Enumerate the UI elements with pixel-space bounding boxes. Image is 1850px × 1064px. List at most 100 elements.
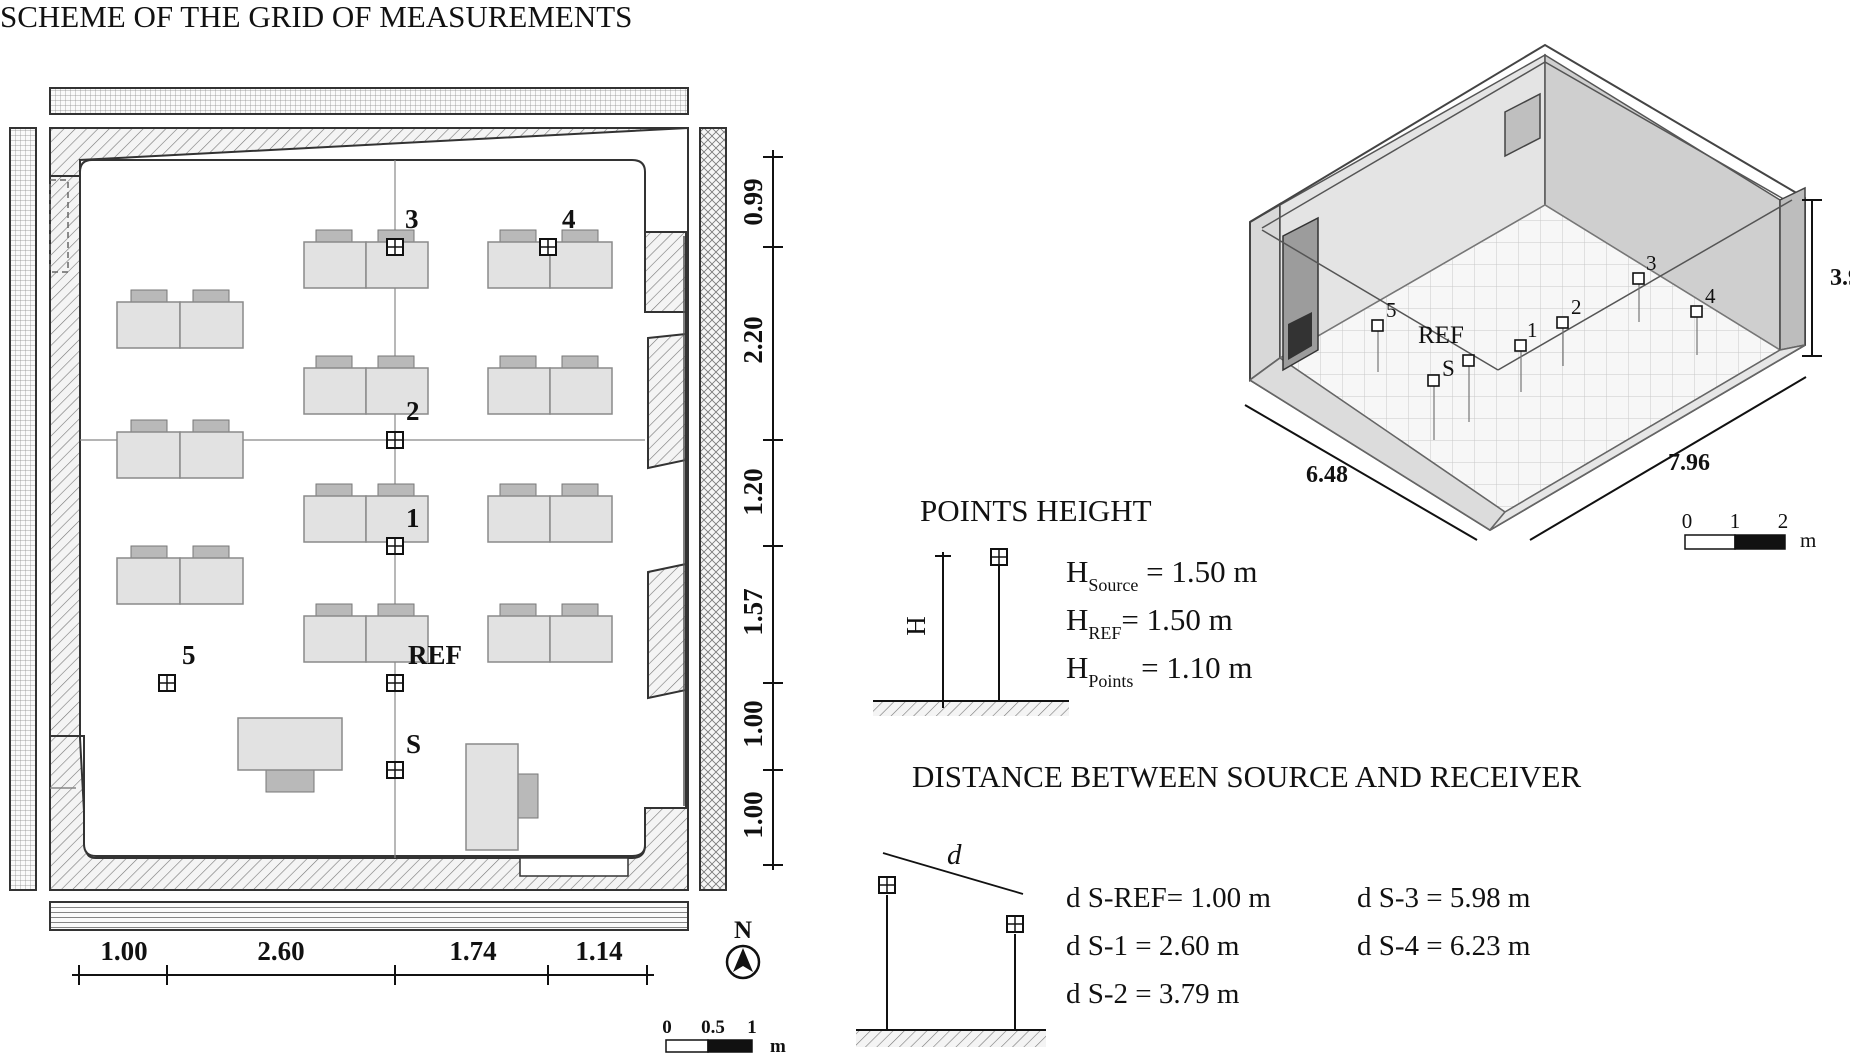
point-label: 5 [182,640,196,670]
scale-tick: 1 [747,1017,757,1038]
compass-label: N [734,917,752,944]
iso-point-label: 1 [1527,318,1538,342]
dimension-label: 1.14 [575,936,622,966]
measurement-point [386,537,404,555]
west-facade-band [9,127,37,891]
figure-title: SCHEME OF THE GRID OF MEASUREMENTS [0,0,632,34]
north-facade-band [49,87,689,115]
distance-item: d S-3 = 5.98 m [1357,882,1531,914]
dimension-label: 1.00 [738,700,768,747]
desk-group [303,603,429,663]
measurement-point [990,548,1008,566]
height-row: HSource = 1.50 m [1066,554,1257,595]
iso-points: 5 REF 1 2 3 4 S [1371,251,1716,440]
iso-height-label: 3.94 [1830,265,1850,291]
point-label: 1 [406,503,420,533]
east-facade-band [699,127,727,891]
iso-point-label: S [1442,356,1455,381]
distance-d-label: d [947,839,962,871]
distance-line [882,852,1024,895]
north-compass-icon: N [725,917,761,980]
distance-item: d S-4 = 6.23 m [1357,930,1531,962]
measurement-point [386,674,404,692]
measurement-point [158,674,176,692]
point-label: 2 [406,396,420,426]
points-height-section: POINTS HEIGHT H HSource = 1.50 m HREF= 1… [873,493,1257,716]
window-pier-2 [647,332,687,470]
plan-points: 3 4 2 1 5 REF S [158,204,576,779]
ground-hatch [873,702,1069,716]
iso-top-edge [1261,61,1795,229]
point-label: 4 [562,204,576,234]
scale-unit: m [770,1036,786,1057]
iso-dimensions: 3.94 6.48 7.96 [1244,199,1850,541]
iso-point-label: 3 [1646,251,1657,275]
iso-window [1504,92,1541,158]
scale-tick: 1 [1730,509,1741,533]
dimension-label: 1.00 [100,936,147,966]
distance-section: DISTANCE BETWEEN SOURCE AND RECEIVER d d… [856,759,1581,1047]
point-label: S [406,729,421,759]
desk-group [487,355,613,415]
desk-group [487,483,613,543]
measurement-point [539,238,557,256]
measurement-point [386,761,404,779]
iso-width-left-label: 6.48 [1306,462,1348,488]
dimension-label: 1.74 [449,936,496,966]
scale-tick: 0.5 [701,1017,725,1038]
right-dimension-line: 0.99 2.20 1.20 1.57 1.00 1.00 [738,150,783,870]
desk-group [116,289,244,349]
side-chair [515,773,539,819]
ground-hatch [856,1031,1046,1047]
bottom-dimension-line: 1.00 2.60 1.74 1.14 [72,936,654,985]
plan-scale-bar: 0 0.5 1 m [662,1017,786,1057]
iso-scale-bar: 0 1 2 m [1682,509,1817,552]
points-height-title: POINTS HEIGHT [920,493,1152,528]
desk-group [116,419,244,479]
desk-group [487,603,613,663]
window-pier-1 [644,231,687,314]
iso-right-wall-slab [1779,186,1806,351]
door-frame [49,179,69,273]
distance-item: d S-2 = 3.79 m [1066,978,1240,1010]
height-axis-label: H [901,616,931,636]
window-pier-3 [647,562,687,700]
desks [116,229,613,851]
south-door [519,857,629,877]
scale-tick: 0 [1682,509,1693,533]
point-label: 3 [405,204,419,234]
dimension-label: 2.60 [257,936,304,966]
iso-point-label: 5 [1386,298,1397,322]
west-wall-segment [49,175,81,737]
dimension-label: 1.00 [738,791,768,838]
measurement-point [386,238,404,256]
teacher-desk [237,717,343,771]
south-facade-band [49,901,689,931]
iso-door-dark [1288,312,1312,360]
dimension-label: 0.99 [738,178,768,225]
measurement-point [386,431,404,449]
desk-group [303,355,429,415]
side-desk [465,743,519,851]
iso-point-label: 4 [1705,284,1716,308]
iso-trace-line [1261,229,1499,371]
height-row: HPoints = 1.10 m [1066,650,1253,691]
measurement-point [878,876,896,894]
desk-group [116,545,244,605]
dimension-label: 2.20 [738,316,768,363]
isometric-view: 5 REF 1 2 3 4 S 3.94 6.48 7.96 0 1 2 m [1244,43,1850,552]
measurement-point [1006,915,1024,933]
scale-tick: 0 [662,1017,672,1038]
dimension-label: 1.20 [738,468,768,515]
iso-trace-line [1497,199,1793,371]
height-row: HREF= 1.50 m [1066,602,1233,643]
iso-left-wall [1249,202,1281,382]
distance-item: d S-1 = 2.60 m [1066,930,1240,962]
point-label: REF [408,640,462,670]
iso-front-right-edge [1489,344,1806,531]
scale-tick: 2 [1778,509,1789,533]
dimension-label: 1.57 [738,588,768,635]
iso-width-right-label: 7.96 [1668,450,1710,476]
distance-item: d S-REF= 1.00 m [1066,882,1271,914]
